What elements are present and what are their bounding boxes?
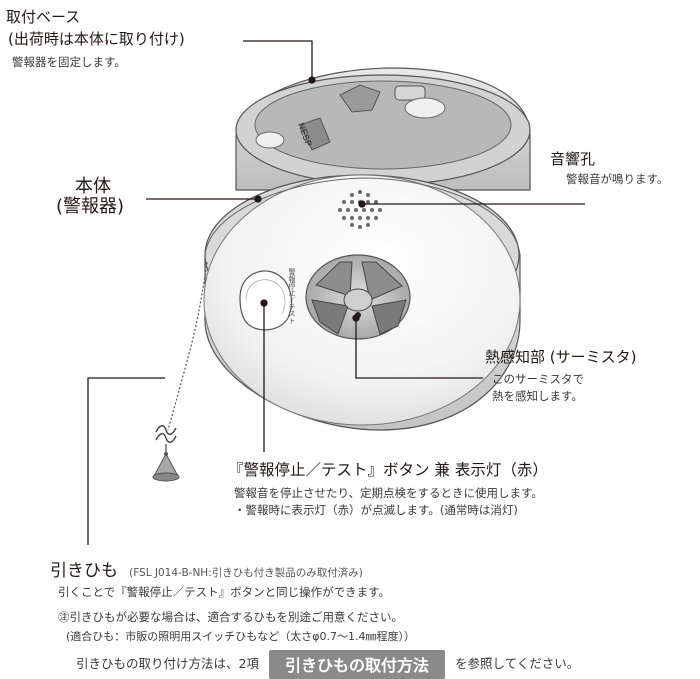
base-title: 取付ベース [6, 8, 81, 26]
button-side-text: 警報停止／テスト [288, 267, 296, 324]
cord-reference: 引きひもの取り付け方法は、2項 引きひもの取付方法 を参照してください。 [76, 650, 579, 679]
button-title: 『警報停止／テスト』ボタン 兼 表示灯（赤） [228, 461, 548, 479]
cord-model-note: (FSL J014-B-NH:引きひも付き製品のみ取付済み) [129, 567, 363, 579]
thermistor-title: 熱感知部 (サーミスタ) [485, 348, 637, 366]
sound-hole-title: 音響孔 [550, 150, 596, 168]
cord-note-1: ㊟引きひもが必要な場合は、適合するひもを別途ご用意ください。 [58, 610, 403, 624]
cord-ref-box: 引きひもの取付方法 [268, 650, 445, 679]
button-desc-1: 警報音を停止させたり、定期点検をするときに使用します。 [234, 486, 543, 500]
base-subtitle: (出荷時は本体に取り付け) [8, 30, 185, 48]
cord-desc: 引くことで『警報停止／テスト』ボタンと同じ操作ができます。 [58, 585, 391, 599]
base-desc: 警報器を固定します。 [12, 55, 126, 69]
button-desc-2: ・警報時に表示灯（赤）が点滅します。(通常時は消灯) [234, 503, 518, 517]
pull-cord [155, 261, 208, 455]
cord-note-2: (適合ひも：市販の照明用スイッチひもなど（太さφ0.7～1.4㎜程度）） [66, 630, 416, 643]
cord-heading: 引きひも (FSL J014-B-NH:引きひも付き製品のみ取付済み) [50, 556, 363, 581]
thermistor-desc-2: 熱を感知します。 [492, 389, 583, 403]
body-title: 本体 [75, 176, 111, 197]
mounting-base [235, 67, 531, 191]
cord-ref-prefix: 引きひもの取り付け方法は、2項 [76, 656, 259, 671]
leader-lines [87, 40, 585, 545]
sound-holes [338, 190, 382, 229]
cord-ref-suffix: を参照してください。 [454, 656, 580, 671]
heat-sensor [305, 254, 411, 340]
cord-title: 引きひも [50, 561, 118, 581]
thermistor-desc-1: このサーミスタで [492, 372, 584, 386]
pull-cord-weight [152, 452, 180, 482]
sound-hole-desc: 警報音が鳴ります。 [566, 172, 669, 186]
body-subtitle: (警報器) [56, 196, 125, 217]
